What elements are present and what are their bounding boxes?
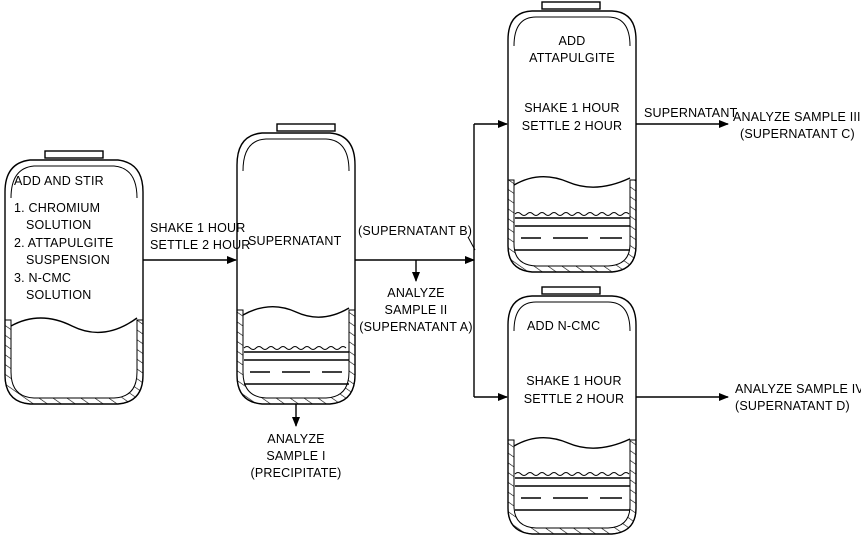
vessel-1-line-5: SUSPENSION	[26, 253, 110, 267]
sample-1-line-3: (PRECIPITATE)	[250, 466, 341, 480]
vessel-4-line-3: SETTLE 2 HOUR	[524, 392, 625, 406]
vessel-1-line-2: 1. CHROMIUM	[14, 201, 100, 215]
vessel-1-line-6: 3. N-CMC	[14, 271, 71, 285]
vessel-1-label: ADD AND STIR 1. CHROMIUM SOLUTION 2. ATT…	[14, 174, 114, 302]
sample-2-line-2: SAMPLE II	[385, 303, 448, 317]
vessel-3-line-1: ADD	[559, 34, 586, 48]
vessel-1-mixing	[4, 150, 144, 405]
arrow-1-line-2: SETTLE 2 HOUR	[150, 238, 251, 252]
vessel-3-line-3: SHAKE 1 HOUR	[524, 101, 619, 115]
supernatant-b-label: (SUPERNATANT B)	[358, 224, 472, 238]
sample-2-line-3: (SUPERNATANT A)	[359, 320, 472, 334]
sample-1-line-1: ANALYZE	[267, 432, 324, 446]
vessel-4-line-1: ADD N-CMC	[527, 319, 600, 333]
sample-1-line-2: SAMPLE I	[266, 449, 325, 463]
arrow-1-line-1: SHAKE 1 HOUR	[150, 221, 245, 235]
vessel-3-line-4: SETTLE 2 HOUR	[522, 119, 623, 133]
vessel-1-line-3: SOLUTION	[26, 218, 92, 232]
vessel-4-line-2: SHAKE 1 HOUR	[526, 374, 621, 388]
vessel-4-ncmc	[507, 286, 637, 535]
vessel-2-label: SUPERNATANT	[248, 234, 342, 248]
sample-3-line-2: (SUPERNATANT C)	[740, 127, 855, 141]
vessel-3-line-2: ATTAPULGITE	[529, 51, 615, 65]
sample-4-line-1: ANALYZE SAMPLE IV	[735, 382, 861, 396]
sample-2-line-1: ANALYZE	[387, 286, 444, 300]
vessel-2-settling	[236, 123, 356, 405]
vessel-3-attapulgite	[507, 1, 637, 273]
vessel-1-line-1: ADD AND STIR	[14, 174, 104, 188]
vessel-1-line-7: SOLUTION	[26, 288, 92, 302]
sample-4-line-2: (SUPERNATANT D)	[735, 399, 850, 413]
sample-3-line-1: ANALYZE SAMPLE III	[733, 110, 861, 124]
vessel-1-line-4: 2. ATTAPULGITE	[14, 236, 114, 250]
arrow-3-label: SUPERNATANT	[644, 106, 738, 120]
